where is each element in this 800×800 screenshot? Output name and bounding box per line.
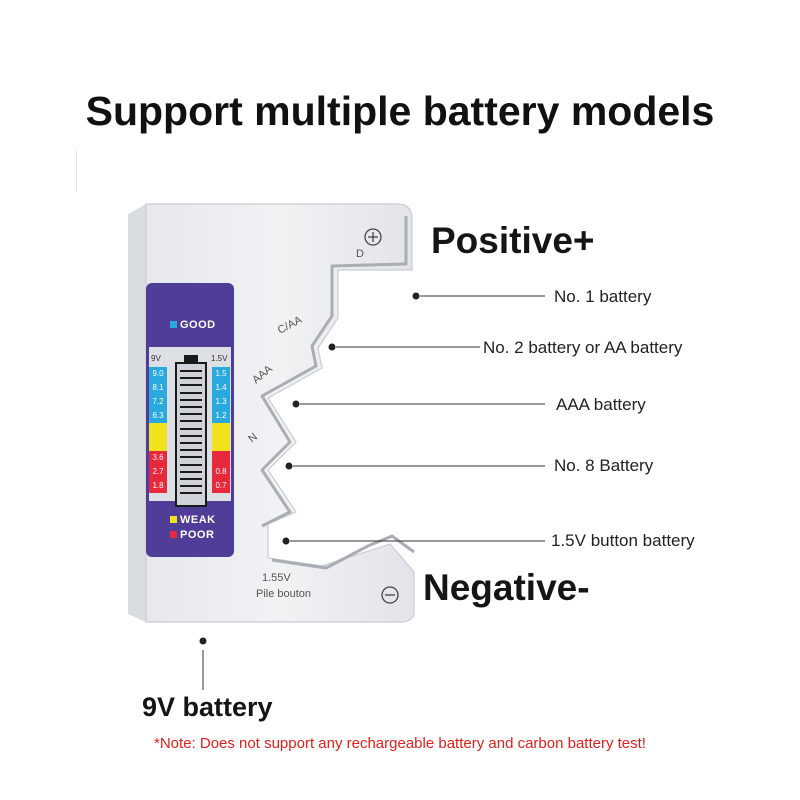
left-scale-cell bbox=[149, 423, 167, 437]
left-scale-cell: 1.8 bbox=[149, 479, 167, 493]
good-label: GOOD bbox=[180, 319, 216, 331]
poor-legend: POOR bbox=[170, 529, 214, 541]
meter-segment bbox=[180, 384, 202, 387]
left-scale-cell: 2.7 bbox=[149, 465, 167, 479]
meter-segment bbox=[180, 456, 202, 459]
right-scale-cell: 1.4 bbox=[212, 381, 230, 395]
meter-segment bbox=[180, 478, 202, 480]
callout-dot-2 bbox=[328, 343, 336, 351]
left-scale-cell: 3.6 bbox=[149, 451, 167, 465]
callout-no2-battery: No. 2 battery or AA battery bbox=[483, 338, 683, 357]
poor-label: POOR bbox=[180, 529, 215, 541]
meter-segment bbox=[180, 492, 202, 495]
left-scale-cell: 9.0 bbox=[149, 367, 167, 381]
note-text: *Note: Does not support any rechargeable… bbox=[154, 735, 646, 752]
meter-segment bbox=[180, 406, 202, 408]
callout-aaa-battery: AAA battery bbox=[556, 395, 646, 414]
meter-segment bbox=[180, 463, 202, 466]
weak-swatch bbox=[170, 516, 177, 523]
meter-segment bbox=[180, 377, 202, 380]
button-label-voltage: 1.55V bbox=[262, 572, 291, 584]
right-scale-cell: 0.8 bbox=[212, 465, 230, 479]
negative-label: Negative- bbox=[423, 567, 590, 608]
plus-icon bbox=[364, 228, 382, 246]
left-scale-cell bbox=[149, 437, 167, 451]
weak-legend: WEAK bbox=[170, 514, 216, 526]
callout-no1-battery: No. 1 battery bbox=[554, 287, 652, 306]
good-legend: GOOD bbox=[170, 319, 216, 331]
right-scale-cell: 1.3 bbox=[212, 395, 230, 409]
meter-segment bbox=[180, 442, 202, 444]
meter-segment bbox=[180, 485, 202, 488]
meter-segment bbox=[180, 470, 202, 473]
callout-no8-battery: No. 8 Battery bbox=[554, 456, 654, 475]
lcd-right-header: 1.5V bbox=[211, 354, 228, 363]
page-title: Support multiple battery models bbox=[85, 88, 715, 134]
meter-segment bbox=[180, 449, 202, 452]
callout-dot-5 bbox=[282, 537, 290, 545]
positive-label: Positive+ bbox=[431, 220, 595, 261]
battery-meter bbox=[175, 362, 207, 507]
meter-segment bbox=[180, 370, 202, 372]
callout-dot-1 bbox=[412, 292, 420, 300]
right-scale-cell bbox=[212, 423, 230, 437]
right-scale-cell bbox=[212, 451, 230, 465]
meter-segment bbox=[180, 391, 202, 394]
meter-segment bbox=[180, 427, 202, 430]
left-scale-cell: 7.2 bbox=[149, 395, 167, 409]
right-scale-cell: 1.5 bbox=[212, 367, 230, 381]
divider bbox=[76, 150, 77, 192]
meter-segment bbox=[180, 420, 202, 423]
poor-swatch bbox=[170, 531, 177, 538]
right-scale-cell: 0.7 bbox=[212, 479, 230, 493]
nine-v-label: 9V battery bbox=[142, 692, 273, 722]
callout-button-battery: 1.5V button battery bbox=[551, 531, 695, 550]
good-swatch bbox=[170, 321, 177, 328]
right-scale-cell: 1.2 bbox=[212, 409, 230, 423]
meter-segment bbox=[180, 434, 202, 437]
lcd-left-header: 9V bbox=[151, 354, 161, 363]
left-scale-cell: 8.1 bbox=[149, 381, 167, 395]
meter-segment bbox=[180, 413, 202, 416]
meter-segment bbox=[180, 398, 202, 401]
weak-label: WEAK bbox=[180, 514, 216, 526]
minus-icon bbox=[381, 586, 399, 604]
button-label-text: Pile bouton bbox=[256, 588, 312, 600]
callout-dot-4 bbox=[285, 462, 293, 470]
left-scale-cell: 6.3 bbox=[149, 409, 167, 423]
right-scale-cell bbox=[212, 437, 230, 451]
callout-dot-3 bbox=[292, 400, 300, 408]
slot-label-d: D bbox=[356, 248, 364, 260]
callout-dot-9v bbox=[199, 637, 207, 645]
battery-meter-cap bbox=[184, 355, 198, 363]
